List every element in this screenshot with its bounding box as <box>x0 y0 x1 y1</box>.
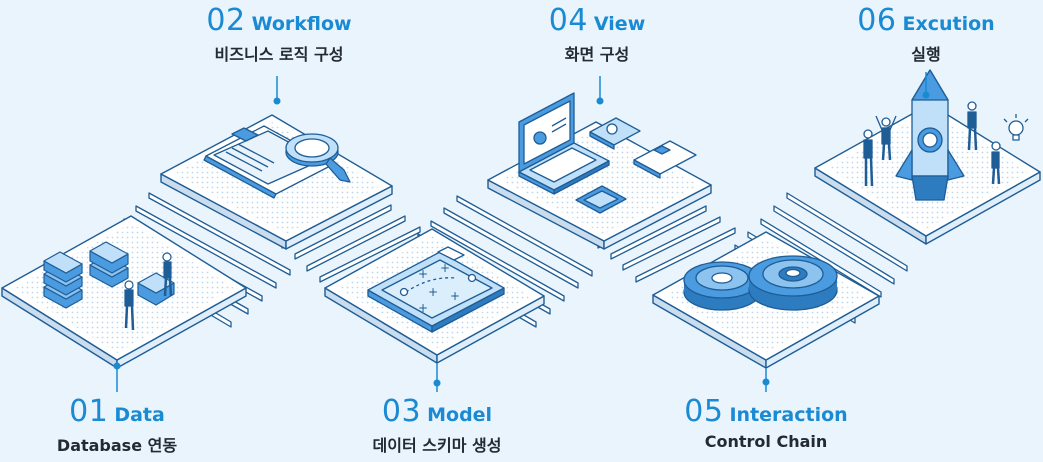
pin-4 <box>596 76 604 105</box>
pin-1 <box>113 362 121 392</box>
clipboard-magnifier-icon <box>203 125 351 199</box>
step-5-subtitle: Control Chain <box>704 432 828 451</box>
step-3-name: Model <box>427 404 493 426</box>
svg-text:+: + <box>450 289 460 303</box>
tactics-board-icon: + + + + + <box>367 246 505 333</box>
step-5-number: 05 <box>684 394 724 429</box>
gears-icon <box>683 255 838 311</box>
rocket-launch-icon <box>863 69 1029 201</box>
platform-1 <box>1 215 247 369</box>
pin-2 <box>273 76 281 105</box>
svg-text:+: + <box>418 267 428 281</box>
svg-text:+: + <box>418 301 428 315</box>
pin-5 <box>762 368 770 392</box>
step-3-subtitle: 데이터 스키마 생성 <box>372 436 502 455</box>
step-6-subtitle: 실행 <box>911 45 941 64</box>
step-1-subtitle: Database 연동 <box>56 436 178 455</box>
step-2-name: Workflow <box>251 13 352 35</box>
step-2-subtitle: 비즈니스 로직 구성 <box>214 45 344 64</box>
step-3-number: 03 <box>381 394 422 429</box>
step-6-number: 06 <box>857 3 897 38</box>
step-4-subtitle: 화면 구성 <box>564 45 630 64</box>
svg-text:+: + <box>440 261 450 275</box>
svg-text:+: + <box>428 285 438 299</box>
server-stack-icon <box>43 241 175 331</box>
step-1-name: Data <box>114 404 165 426</box>
step-1-number: 01 <box>69 394 109 429</box>
laptop-devices-icon <box>518 92 697 214</box>
step-4-name: View <box>593 13 646 35</box>
pin-6 <box>922 72 930 99</box>
step-6-name: Excution <box>902 13 995 35</box>
step-4-number: 04 <box>548 3 588 38</box>
pin-3 <box>433 363 441 392</box>
step-2-number: 02 <box>206 3 246 38</box>
step-5-name: Interaction <box>729 404 848 426</box>
